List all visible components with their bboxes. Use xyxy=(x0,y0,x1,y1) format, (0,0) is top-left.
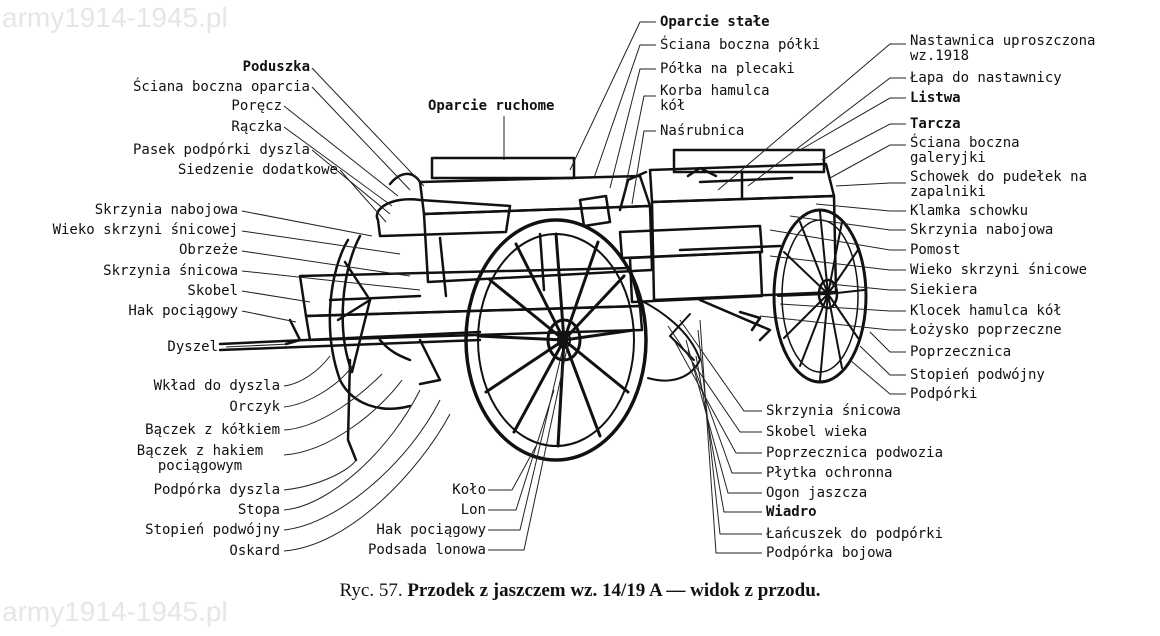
label-oparcie-ruchome: Oparcie ruchome xyxy=(428,98,555,114)
label-obrzeze: Obrzeże xyxy=(178,242,238,258)
label-stopien-podwojny-left: Stopień podwójny xyxy=(145,522,280,538)
label-porecz: Poręcz xyxy=(231,98,282,114)
label-dyszel: Dyszel xyxy=(167,339,218,355)
label-podporka-bojowa: Podpórka bojowa xyxy=(766,545,893,561)
label-skobel: Skobel xyxy=(187,283,238,299)
caisson-front-wheel xyxy=(639,299,701,382)
label-pomost: Pomost xyxy=(910,242,961,258)
label-baczek-z-hakiem: Bączek z hakiem pociągowym xyxy=(136,443,264,474)
label-sciana-boczna-polki: Ściana boczna półki xyxy=(660,37,821,53)
label-skrzynia-nabojowa-right: Skrzynia nabojowa xyxy=(910,222,1054,238)
label-raczka: Rączka xyxy=(231,119,282,135)
label-sciana-boczna-oparcia: Ściana boczna oparcia xyxy=(132,79,310,95)
label-schowek-do-pudelek: Schowek do pudełek na zapalniki xyxy=(910,169,1088,200)
label-siedzenie-dodatkowe: Siedzenie dodatkowe xyxy=(177,162,338,178)
label-korba-hamulca-kol: Korba hamulca kół xyxy=(660,83,770,114)
label-hak-pociagowy-left: Hak pociągowy xyxy=(128,303,238,319)
left-back-wheel xyxy=(328,234,412,410)
label-baczek-z-kolkiem: Bączek z kółkiem xyxy=(145,422,280,438)
watermark-top: army1914-1945.pl xyxy=(2,2,228,33)
label-orczyk: Orczyk xyxy=(229,399,280,415)
label-wiadro: Wiadro xyxy=(766,504,817,520)
label-nastawnica-uproszczona: Nastawnica uproszczona wz.1918 xyxy=(910,33,1096,64)
label-oparcie-stale: Oparcie stałe xyxy=(660,14,770,30)
watermark-bottom: army1914-1945.pl xyxy=(2,596,228,627)
label-tarcza: Tarcza xyxy=(910,116,961,132)
front-wheel xyxy=(464,218,648,462)
label-podporka-dyszla: Podpórka dyszla xyxy=(153,482,280,498)
label-lancuszek-do-podporki: Łańcuszek do podpórki xyxy=(766,526,944,542)
label-siekiera: Siekiera xyxy=(910,282,978,298)
figure-caption: Ryc. 57. Przodek z jaszczem wz. 14/19 A … xyxy=(0,580,1160,602)
label-klamka-schowku: Klamka schowku xyxy=(910,203,1029,219)
label-skrzynia-snicowa-left: Skrzynia śnicowa xyxy=(103,263,238,279)
label-listwa: Listwa xyxy=(910,90,961,106)
label-klocek-hamulca-kol: Klocek hamulca kół xyxy=(910,303,1062,319)
label-wieko-skrzyni-snicowej: Wieko skrzyni śnicowej xyxy=(52,222,238,238)
label-nasrubnica: Naśrubnica xyxy=(660,123,745,139)
label-pasek-podporki-dyszla: Pasek podpórki dyszla xyxy=(132,142,310,158)
rear-wheel xyxy=(772,208,868,384)
label-podporki: Podpórki xyxy=(910,386,978,402)
label-skobel-wieka: Skobel wieka xyxy=(766,424,868,440)
label-wieko-skrzyni-snicowe: Wieko skrzyni śnicowe xyxy=(910,262,1088,278)
label-podsada-lonowa: Podsada lonowa xyxy=(367,542,486,558)
limber-body xyxy=(218,156,718,462)
label-ogon-jaszcza: Ogon jaszcza xyxy=(766,485,868,501)
label-hak-pociagowy-bottom: Hak pociągowy xyxy=(376,522,486,538)
label-sciana-boczna-galeryjki: Ściana boczna galeryjki xyxy=(910,135,1020,166)
label-skrzynia-nabojowa-left: Skrzynia nabojowa xyxy=(94,202,238,218)
label-stopa: Stopa xyxy=(237,502,280,518)
label-kolo: Koło xyxy=(452,482,486,498)
label-wklad-do-dyszla: Wkład do dyszla xyxy=(153,378,280,394)
caption-title: Przodek z jaszczem wz. 14/19 A — widok z… xyxy=(407,580,821,601)
label-stopien-podwojny-right: Stopień podwójny xyxy=(910,367,1045,383)
caption-figure-number: Ryc. 57. xyxy=(339,580,403,601)
label-lon: Lon xyxy=(460,502,486,518)
label-lapa-do-nastawnicy: Łapa do nastawnicy xyxy=(910,70,1062,86)
label-skrzynia-snicowa-bottom: Skrzynia śnicowa xyxy=(766,403,901,419)
label-polka-na-plecaki: Półka na plecaki xyxy=(660,61,795,77)
label-lozysko-poprzeczne: Łożysko poprzeczne xyxy=(910,322,1062,338)
label-plytka-ochronna: Płytka ochronna xyxy=(766,465,893,481)
caisson-body xyxy=(618,148,838,342)
label-oskard: Oskard xyxy=(229,543,280,559)
label-poprzecznica-podwozia: Poprzecznica podwozia xyxy=(766,445,944,461)
label-poprzecznica: Poprzecznica xyxy=(910,344,1012,360)
label-poduszka: Poduszka xyxy=(242,59,310,75)
